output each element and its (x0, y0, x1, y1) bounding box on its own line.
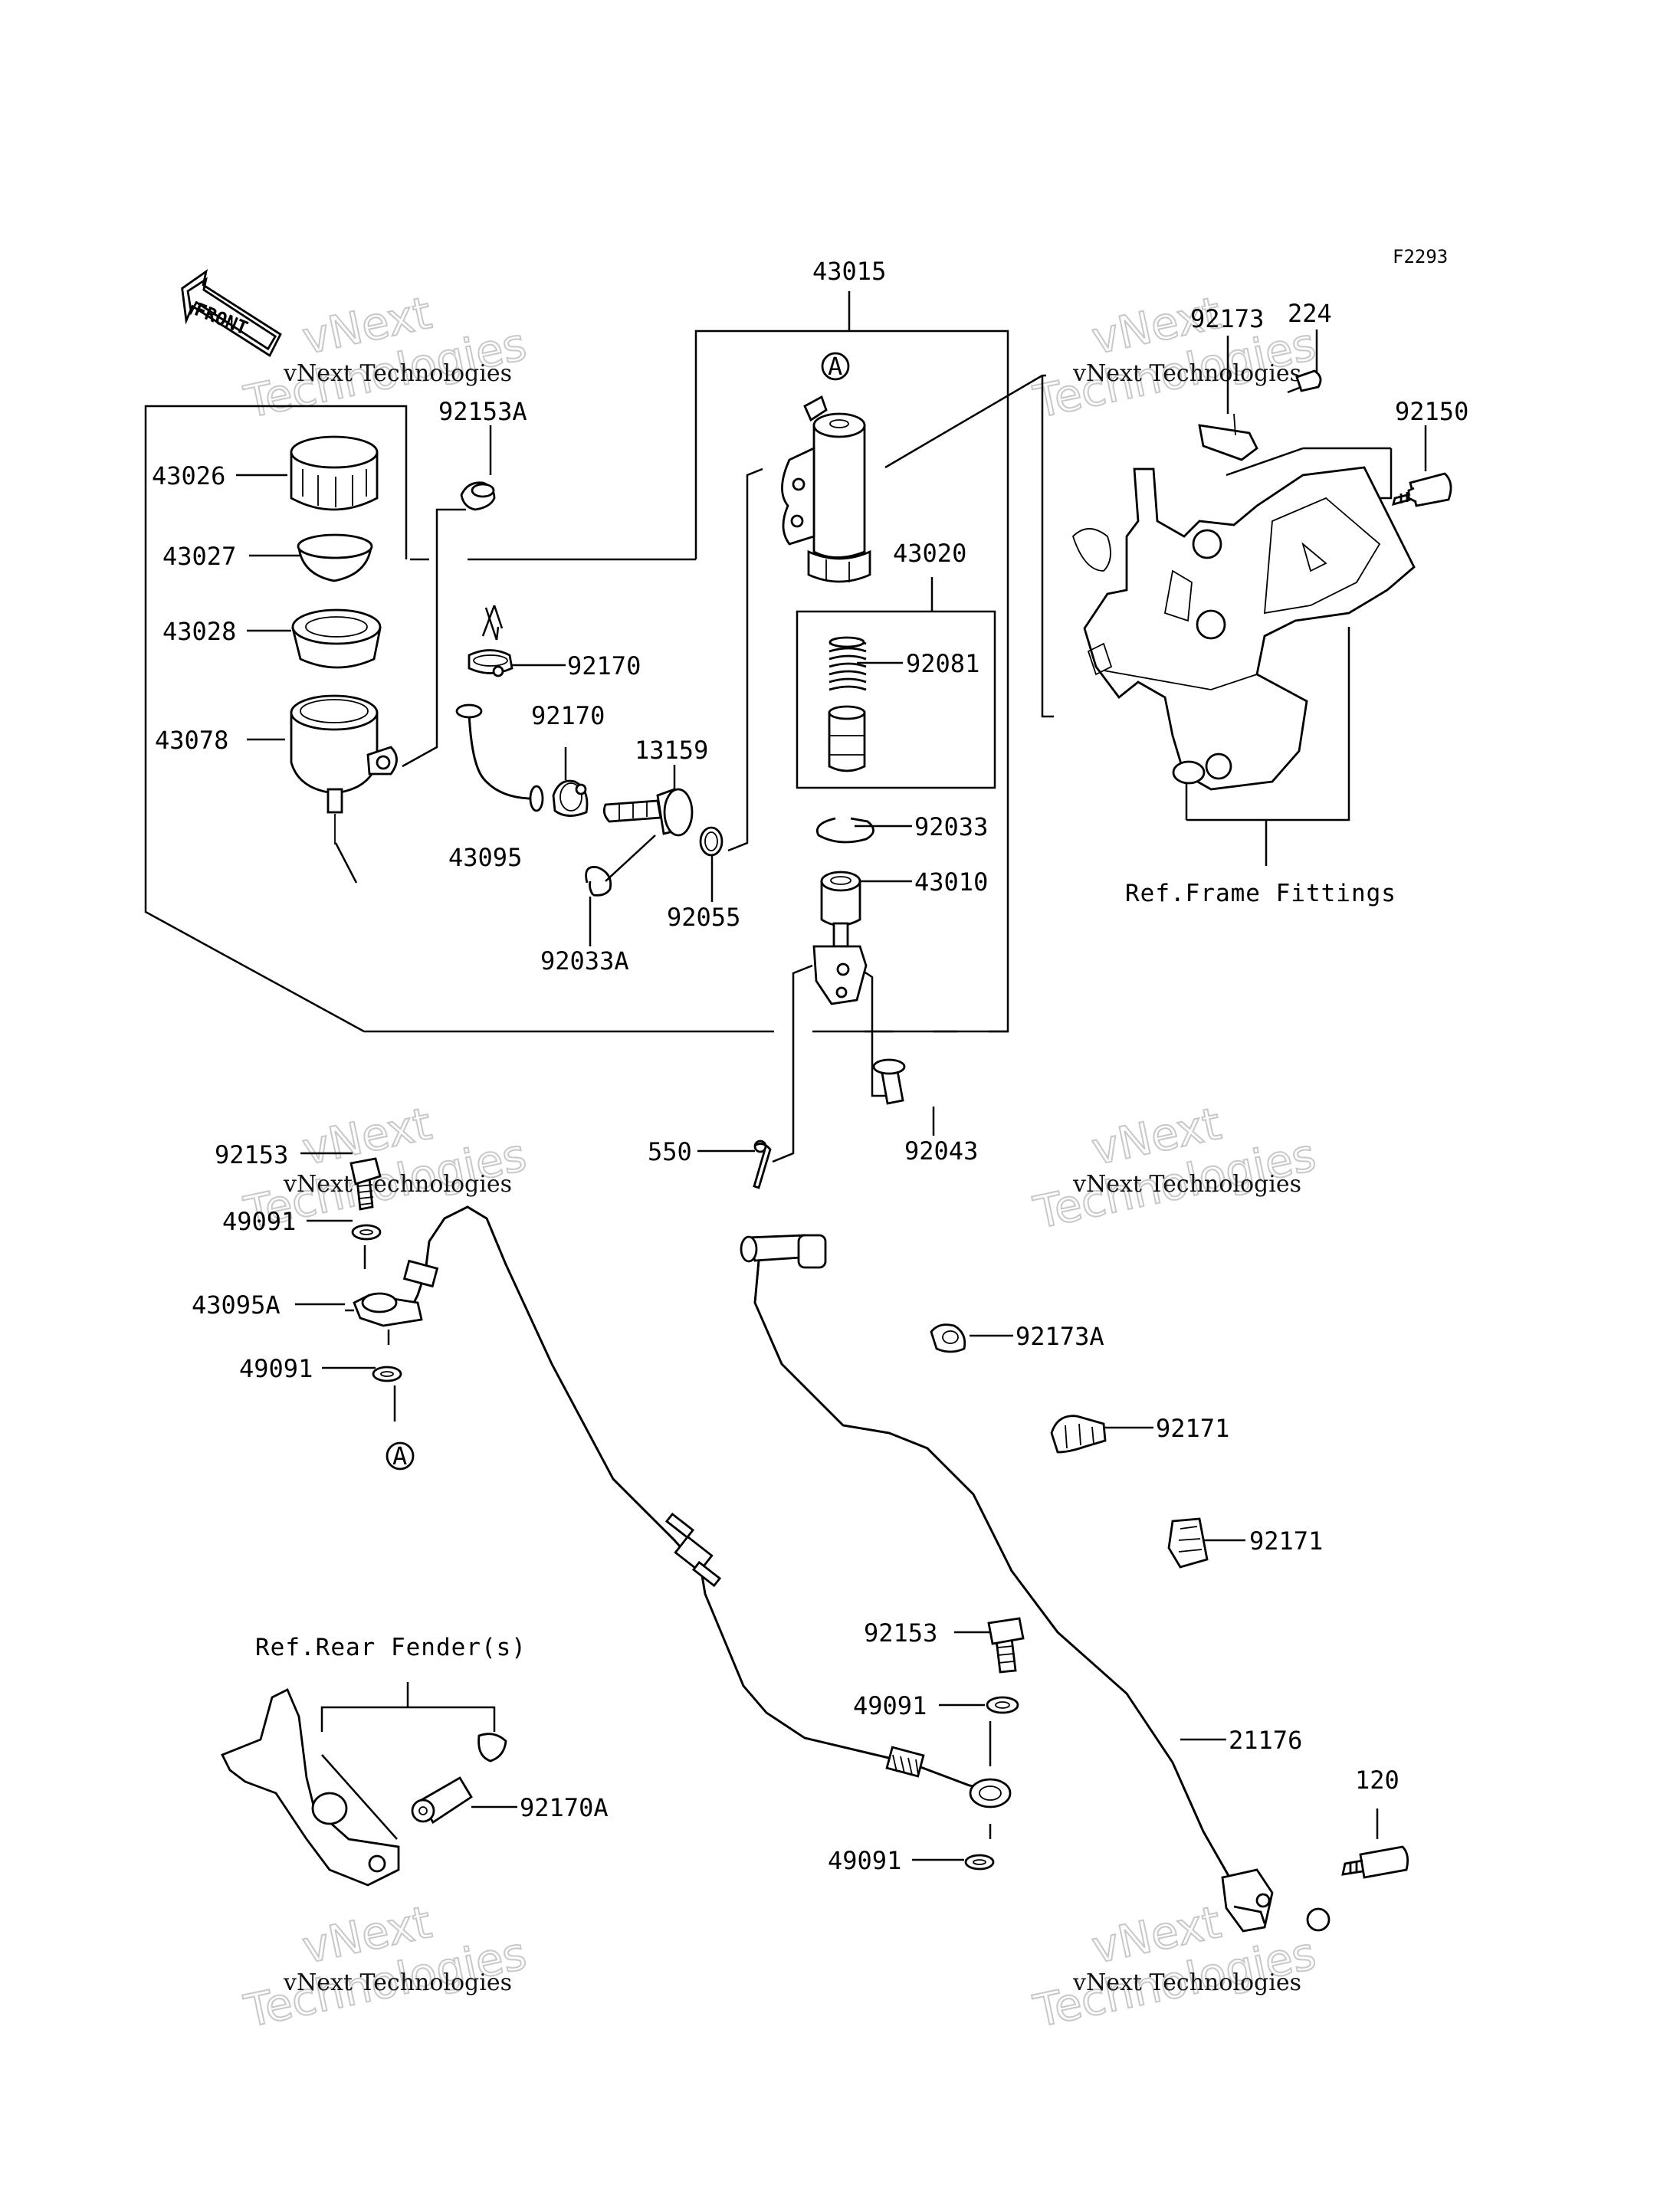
spring-92081 (829, 636, 867, 691)
label-92043: 92043 (904, 1136, 978, 1166)
label-92033A: 92033A (540, 946, 629, 976)
svg-text:vNext Technologies: vNext Technologies (283, 360, 512, 387)
label-92171-b: 92171 (1249, 1526, 1323, 1556)
label-92081: 92081 (906, 649, 979, 678)
label-43020: 43020 (893, 539, 966, 568)
watermark-top-right: vNext Technologies vNext Technologies (1029, 286, 1321, 429)
label-49091-a: 49091 (222, 1207, 296, 1236)
label-92153-upper: 92153 (215, 1140, 288, 1169)
label-92153-lower: 92153 (864, 1618, 937, 1648)
svg-text:vNext Technologies: vNext Technologies (283, 1969, 512, 1996)
label-43095: 43095 (448, 843, 522, 872)
pin-92043 (872, 1058, 906, 1105)
svg-text:vNext Technologies: vNext Technologies (1072, 360, 1301, 387)
reservoir-43078 (290, 694, 398, 844)
hose-43095 (455, 703, 544, 812)
part-labels: 43015 92173 224 92150 92153A 43026 43027… (152, 257, 1468, 1875)
o-ring-92055 (699, 826, 724, 857)
clamp-92170-lower (552, 779, 589, 817)
svg-text:vNext Technologies: vNext Technologies (1072, 1969, 1301, 1996)
bolt-120 (1341, 1845, 1409, 1879)
figure-code: F2293 (1393, 246, 1448, 267)
washer-49091-upper (351, 1224, 382, 1241)
circlip-92033A (585, 866, 612, 897)
bolt-224 (1287, 369, 1322, 394)
push-rod-43010 (812, 871, 868, 1005)
master-cylinder-43015: A (781, 352, 871, 583)
fitting-13159 (602, 788, 694, 837)
frame-bracket (1071, 466, 1416, 791)
label-92173A: 92173A (1016, 1322, 1104, 1351)
watermark-bottom-left: vNext Technologies vNext Technologies (239, 1895, 532, 2038)
label-49091-b: 49091 (239, 1354, 313, 1383)
watermark-middle-right: vNext Technologies vNext Technologies (1029, 1097, 1321, 1240)
label-43078: 43078 (155, 726, 228, 755)
label-92033: 92033 (914, 812, 988, 841)
rear-fender (221, 1688, 400, 1887)
clip-92173A (930, 1323, 966, 1353)
piston-43020 (828, 705, 866, 772)
label-43010: 43010 (914, 867, 988, 897)
label-92150: 92150 (1395, 397, 1468, 426)
svg-text:vNext Technologies: vNext Technologies (283, 1171, 512, 1198)
bolt-92153A (460, 481, 496, 511)
label-92170-b: 92170 (531, 701, 605, 730)
label-92153A: 92153A (438, 397, 527, 426)
washer-49091-right-upper (986, 1696, 1019, 1714)
label-49091-c: 49091 (853, 1691, 927, 1720)
clamp-92170-upper (468, 605, 514, 677)
brake-switch-21176 (740, 1234, 1331, 1933)
bracket-92173 (1198, 413, 1258, 461)
clamp-92170A (411, 1733, 507, 1824)
banjo-bolt-92153-upper (349, 1157, 382, 1211)
reservoir-cap-43026 (290, 435, 379, 511)
banjo-fitting-43095A (345, 1292, 423, 1327)
label-43015: 43015 (812, 257, 886, 286)
diaphragm-43028 (291, 608, 382, 669)
circlip-92033 (815, 817, 874, 844)
label-92170A: 92170A (520, 1793, 609, 1822)
banjo-end (969, 1778, 1012, 1808)
cotter-pin-550 (753, 1139, 772, 1189)
label-43026: 43026 (152, 461, 225, 490)
label-92171-a: 92171 (1156, 1414, 1229, 1443)
label-49091-d: 49091 (828, 1846, 901, 1875)
banjo-bolt-92153-lower (987, 1617, 1025, 1674)
label-92170-a: 92170 (567, 651, 641, 680)
clip-92171-upper (1050, 1415, 1107, 1454)
label-43027: 43027 (162, 542, 236, 571)
connector-marker-bottom: A (392, 1441, 407, 1471)
label-550: 550 (648, 1137, 692, 1166)
bolt-92150 (1392, 472, 1452, 507)
label-92173: 92173 (1190, 304, 1264, 333)
label-leaders (236, 330, 1427, 1861)
washer-49091-right-lower (964, 1854, 995, 1871)
label-224: 224 (1288, 299, 1332, 328)
washer-49091-lower (372, 1366, 402, 1382)
label-21176: 21176 (1229, 1726, 1302, 1755)
label-43028: 43028 (162, 617, 236, 646)
ref-rear-fender: Ref.Rear Fender(s) (255, 1634, 527, 1661)
front-arrow-icon: FRONT (181, 269, 282, 357)
connector-a-bottom: A (386, 1441, 415, 1471)
diaphragm-plate-43027 (297, 533, 373, 582)
ref-frame-fittings: Ref.Frame Fittings (1125, 880, 1396, 907)
clip-92171-lower (1167, 1517, 1209, 1569)
label-13159: 13159 (635, 736, 708, 765)
connector-marker-top: A (828, 352, 842, 381)
brake-hose (402, 1205, 993, 1791)
svg-text:vNext Technologies: vNext Technologies (1072, 1171, 1301, 1198)
watermark-bottom-right: vNext Technologies vNext Technologies (1029, 1895, 1321, 2038)
label-92055: 92055 (667, 903, 740, 932)
label-43095A: 43095A (192, 1290, 281, 1320)
label-120: 120 (1355, 1766, 1399, 1795)
